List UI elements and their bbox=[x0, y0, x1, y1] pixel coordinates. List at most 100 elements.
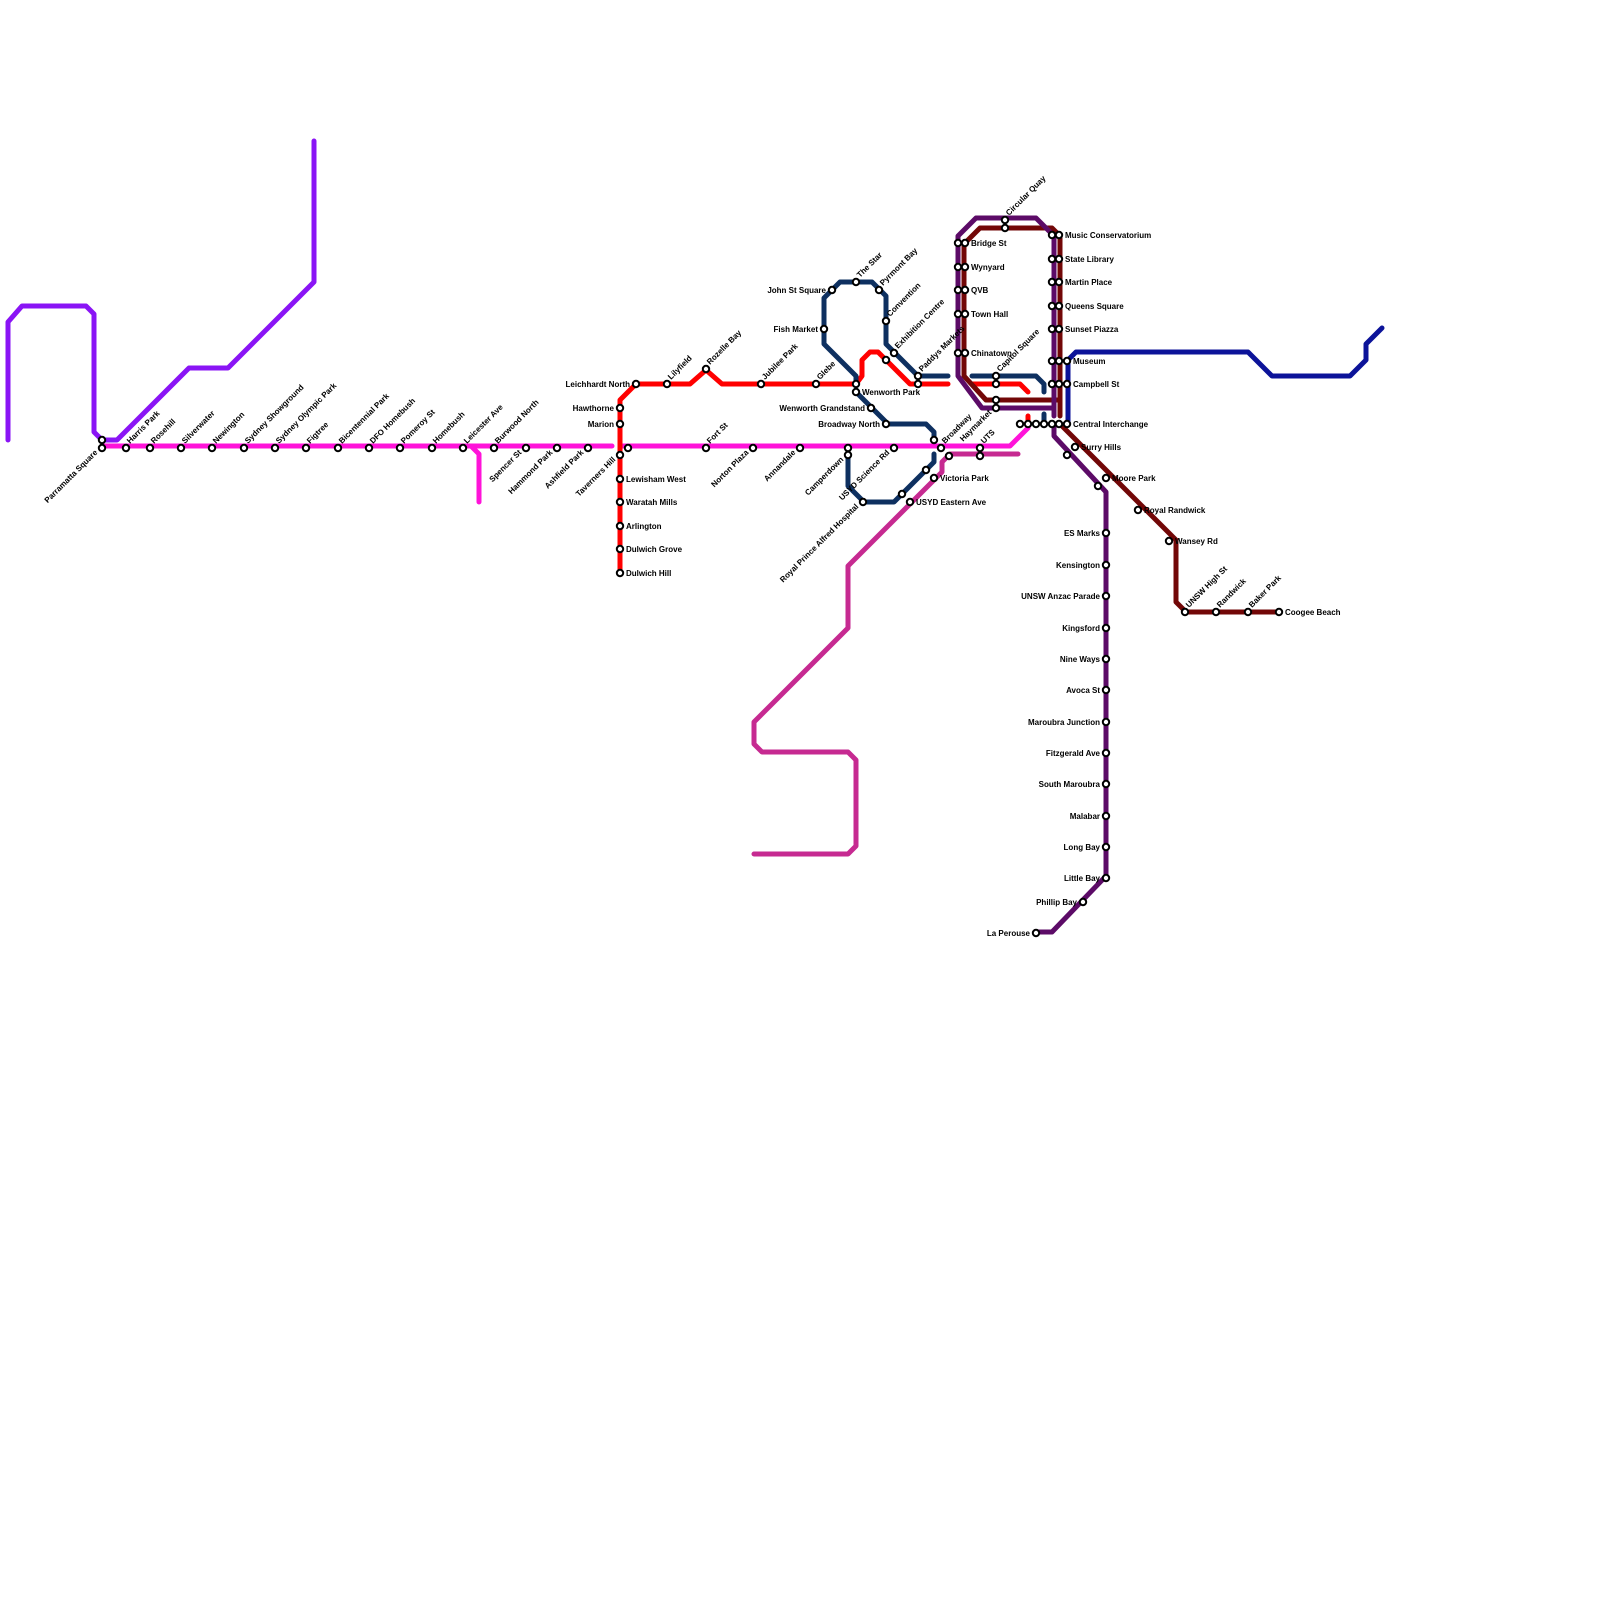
station-marker[interactable] bbox=[881, 419, 891, 429]
route-line-navy-loop[interactable] bbox=[821, 279, 951, 387]
station-marker[interactable] bbox=[936, 443, 946, 453]
station-marker[interactable] bbox=[953, 309, 963, 319]
station-marker[interactable] bbox=[1101, 717, 1111, 727]
station-marker[interactable] bbox=[97, 443, 107, 453]
station-marker[interactable] bbox=[1101, 748, 1111, 758]
station-marker[interactable] bbox=[1078, 897, 1088, 907]
station-marker[interactable] bbox=[1211, 607, 1221, 617]
station-marker[interactable] bbox=[1101, 473, 1111, 483]
station-marker[interactable] bbox=[1047, 324, 1057, 334]
station-marker[interactable] bbox=[1054, 356, 1064, 366]
station-marker[interactable] bbox=[991, 395, 1001, 405]
station-marker[interactable] bbox=[851, 387, 861, 397]
station-marker[interactable] bbox=[623, 443, 633, 453]
station-marker[interactable] bbox=[207, 443, 217, 453]
station-marker[interactable] bbox=[929, 473, 939, 483]
station-marker[interactable] bbox=[944, 451, 954, 461]
station-marker[interactable] bbox=[1054, 301, 1064, 311]
station-marker[interactable] bbox=[975, 443, 985, 453]
station-marker[interactable] bbox=[1101, 654, 1111, 664]
station-marker[interactable] bbox=[1062, 356, 1072, 366]
station-marker[interactable] bbox=[489, 443, 499, 453]
station-marker[interactable] bbox=[301, 443, 311, 453]
station-marker[interactable] bbox=[953, 348, 963, 358]
station-marker[interactable] bbox=[843, 450, 853, 460]
station-marker[interactable] bbox=[1031, 419, 1041, 429]
station-marker[interactable] bbox=[953, 238, 963, 248]
station-marker[interactable] bbox=[1101, 623, 1111, 633]
station-marker[interactable] bbox=[1101, 842, 1111, 852]
station-marker[interactable] bbox=[1062, 419, 1072, 429]
station-marker[interactable] bbox=[1054, 419, 1064, 429]
station-marker[interactable] bbox=[881, 355, 891, 365]
station-marker[interactable] bbox=[929, 435, 939, 445]
station-marker[interactable] bbox=[1039, 419, 1049, 429]
station-marker[interactable] bbox=[913, 379, 923, 389]
station-marker[interactable] bbox=[615, 568, 625, 578]
station-marker[interactable] bbox=[1274, 607, 1284, 617]
route-line-navy-south[interactable] bbox=[845, 451, 937, 505]
station-marker[interactable] bbox=[1243, 607, 1253, 617]
station-marker[interactable] bbox=[827, 285, 837, 295]
route-line-purple-west[interactable] bbox=[5, 138, 317, 443]
station-marker[interactable] bbox=[866, 403, 876, 413]
station-marker[interactable] bbox=[239, 443, 249, 453]
station-marker[interactable] bbox=[1101, 591, 1111, 601]
station-marker[interactable] bbox=[843, 443, 853, 453]
station-marker[interactable] bbox=[1047, 356, 1057, 366]
station-marker[interactable] bbox=[975, 451, 985, 461]
station-marker[interactable] bbox=[615, 521, 625, 531]
station-marker[interactable] bbox=[427, 443, 437, 453]
station-marker[interactable] bbox=[631, 379, 641, 389]
station-marker[interactable] bbox=[874, 285, 884, 295]
station-marker[interactable] bbox=[662, 379, 672, 389]
station-marker[interactable] bbox=[991, 403, 1001, 413]
station-marker[interactable] bbox=[270, 443, 280, 453]
station-marker[interactable] bbox=[1101, 560, 1111, 570]
station-marker[interactable] bbox=[811, 379, 821, 389]
station-marker[interactable] bbox=[364, 443, 374, 453]
station-marker[interactable] bbox=[1047, 301, 1057, 311]
station-marker[interactable] bbox=[1164, 536, 1174, 546]
station-marker[interactable] bbox=[889, 348, 899, 358]
station-marker[interactable] bbox=[795, 443, 805, 453]
station-marker[interactable] bbox=[395, 443, 405, 453]
station-marker[interactable] bbox=[991, 371, 1001, 381]
station-marker[interactable] bbox=[1062, 450, 1072, 460]
station-marker[interactable] bbox=[176, 443, 186, 453]
station-marker[interactable] bbox=[1015, 419, 1025, 429]
station-marker[interactable] bbox=[921, 465, 931, 475]
station-marker[interactable] bbox=[1101, 685, 1111, 695]
station-marker[interactable] bbox=[1054, 230, 1064, 240]
station-marker[interactable] bbox=[960, 348, 970, 358]
station-marker[interactable] bbox=[615, 419, 625, 429]
station-marker[interactable] bbox=[960, 285, 970, 295]
station-marker[interactable] bbox=[521, 443, 531, 453]
route-line-red-east[interactable] bbox=[969, 381, 1031, 395]
station-marker[interactable] bbox=[851, 379, 861, 389]
station-marker[interactable] bbox=[1054, 277, 1064, 287]
station-marker[interactable] bbox=[1054, 254, 1064, 264]
station-marker[interactable] bbox=[615, 474, 625, 484]
station-marker[interactable] bbox=[615, 544, 625, 554]
station-marker[interactable] bbox=[960, 262, 970, 272]
station-marker[interactable] bbox=[1047, 379, 1057, 389]
station-marker[interactable] bbox=[960, 309, 970, 319]
station-marker[interactable] bbox=[953, 262, 963, 272]
station-marker[interactable] bbox=[701, 364, 711, 374]
station-marker[interactable] bbox=[897, 489, 907, 499]
station-marker[interactable] bbox=[1101, 811, 1111, 821]
station-marker[interactable] bbox=[819, 324, 829, 334]
station-marker[interactable] bbox=[913, 371, 923, 381]
route-line-violet-south[interactable] bbox=[1033, 421, 1109, 935]
route-line-magenta-spur[interactable] bbox=[468, 443, 482, 505]
route-line-navy-east[interactable] bbox=[969, 373, 1047, 395]
station-marker[interactable] bbox=[145, 443, 155, 453]
station-marker[interactable] bbox=[1101, 873, 1111, 883]
route-line-blue[interactable] bbox=[1065, 325, 1385, 427]
station-marker[interactable] bbox=[1000, 223, 1010, 233]
station-marker[interactable] bbox=[615, 497, 625, 507]
station-marker[interactable] bbox=[615, 403, 625, 413]
station-marker[interactable] bbox=[1133, 505, 1143, 515]
station-marker[interactable] bbox=[1070, 442, 1080, 452]
